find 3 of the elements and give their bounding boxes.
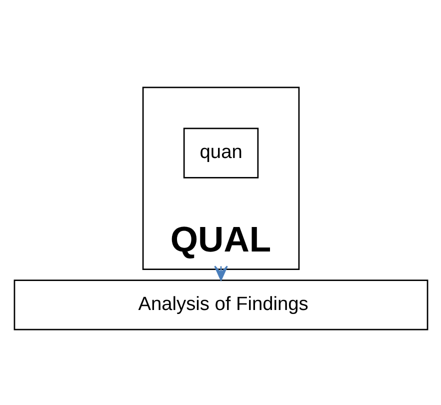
node-box: quan (182, 127, 258, 178)
arrow (214, 265, 228, 280)
node-box: Analysis of Findings (13, 279, 428, 330)
